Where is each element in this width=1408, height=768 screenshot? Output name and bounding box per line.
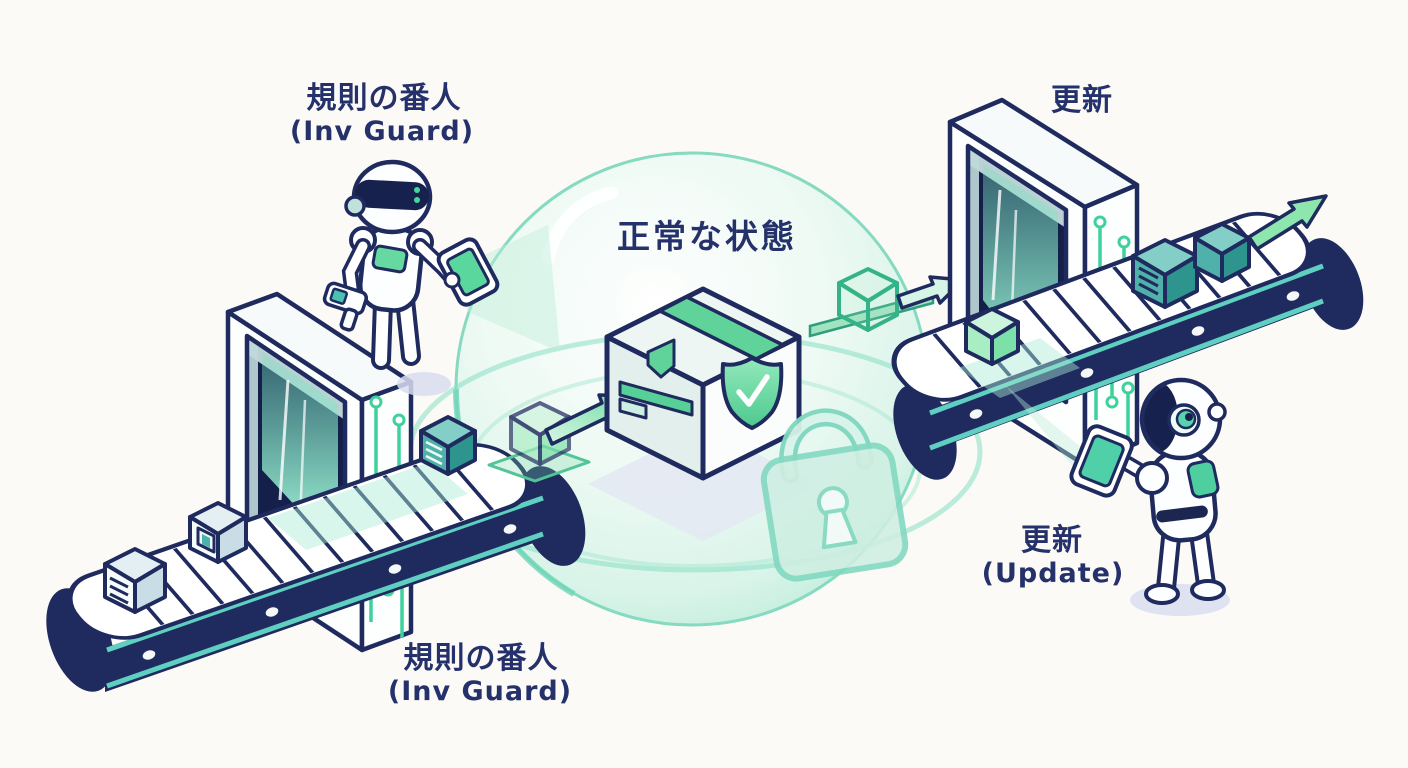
handheld-scanner-icon bbox=[322, 281, 369, 332]
visor-icon bbox=[355, 179, 429, 211]
label-bubble-title: 正常な状態 bbox=[617, 217, 797, 256]
robot-inspector-left bbox=[322, 159, 560, 396]
inventory-box-green-incoming bbox=[964, 307, 1020, 366]
tablet-icon-right bbox=[1069, 424, 1134, 498]
label-bottom-center: 規則の番人 (Inv Guard) bbox=[388, 641, 572, 707]
padlock-icon bbox=[760, 408, 909, 582]
label-text: 規則の番人 bbox=[404, 641, 559, 676]
back-panel bbox=[1186, 459, 1220, 499]
chest-panel bbox=[371, 244, 409, 274]
robot-updater-right bbox=[1006, 377, 1230, 616]
label-text: 更新 bbox=[1021, 523, 1083, 558]
belt-rivets-right bbox=[966, 288, 1303, 422]
package-tape-flap bbox=[646, 338, 676, 379]
scan-cone-right bbox=[1006, 386, 1082, 478]
label-text: (Update) bbox=[982, 558, 1125, 589]
bubble-highlight bbox=[541, 186, 619, 265]
ear-icon bbox=[344, 195, 366, 217]
inventory-box-pale-1 bbox=[103, 547, 167, 614]
inventory-box-teal-scanned bbox=[419, 415, 477, 476]
scan-cone-left bbox=[452, 225, 560, 352]
label-text: 更新 bbox=[1051, 83, 1113, 118]
beam-spill-left bbox=[268, 462, 468, 550]
inventory-box-teal-updated-2 bbox=[1193, 222, 1251, 283]
inventory-box-pale-2 bbox=[188, 501, 248, 564]
package-label-bar bbox=[618, 380, 694, 417]
ear-icon bbox=[1207, 402, 1227, 422]
inventory-box-outline bbox=[837, 267, 899, 332]
package-box bbox=[588, 286, 818, 541]
robot-shadow bbox=[397, 372, 451, 396]
belt-rivets-left bbox=[139, 521, 520, 663]
package-shadow bbox=[588, 427, 818, 541]
label-text: 規則の番人 bbox=[307, 81, 462, 116]
conveyor-belt-left bbox=[46, 442, 586, 692]
package-tape bbox=[658, 295, 785, 361]
flow-bubble-to-right bbox=[808, 267, 965, 338]
page-title: 正常な状態 bbox=[617, 217, 797, 256]
inventory-box-teal-updated-1 bbox=[1131, 238, 1199, 309]
label-text: (Inv Guard) bbox=[290, 116, 474, 147]
package-label-small bbox=[618, 397, 648, 420]
label-right-robot: 更新 (Update) bbox=[982, 523, 1125, 589]
label-top-right: 更新 bbox=[1051, 83, 1113, 118]
beam-spill-right bbox=[958, 338, 1080, 398]
label-top-left: 規則の番人 (Inv Guard) bbox=[290, 81, 474, 147]
label-text: (Inv Guard) bbox=[388, 676, 572, 707]
flow-left-to-bubble bbox=[487, 393, 640, 483]
arrow-icon-exit bbox=[1247, 194, 1328, 251]
